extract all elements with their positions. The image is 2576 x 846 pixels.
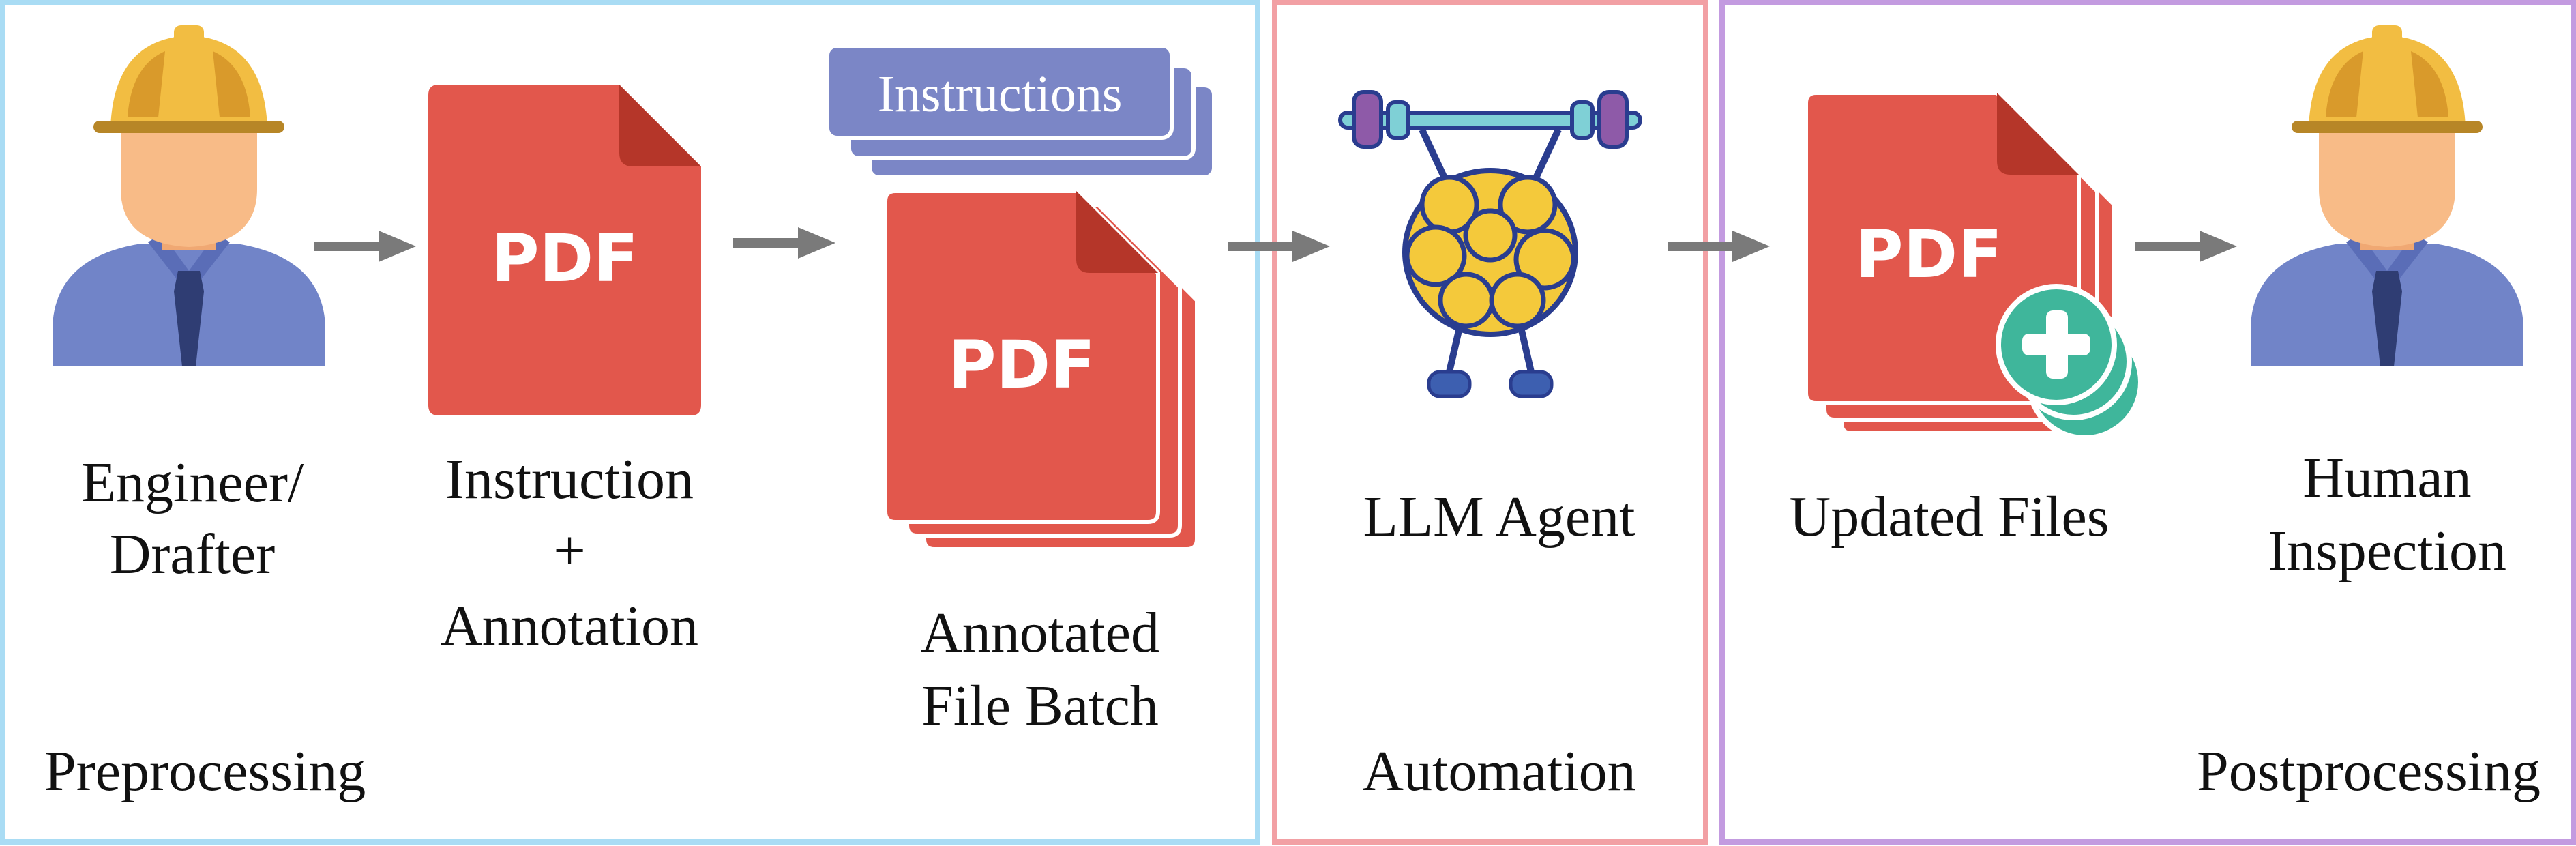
preprocessing-frame — [0, 0, 1260, 845]
pdf-stack-icon: PDF — [883, 189, 1199, 551]
pdf-file-icon: PDF — [428, 85, 701, 415]
batch-label-line1: Annotated — [921, 601, 1159, 665]
engineer-label-line1: Engineer/ — [81, 451, 304, 514]
instructions-card-text: Instructions — [878, 65, 1123, 123]
engineer-icon — [53, 25, 325, 366]
instructions-stack-icon: Instructions — [825, 44, 1216, 179]
batch-label-line2: File Batch — [921, 674, 1159, 738]
postprocessing-frame — [1719, 0, 2576, 845]
instruction-label-line2: + — [553, 519, 585, 583]
engineer-label-line2: Drafter — [110, 523, 276, 586]
pdf-stack-text: PDF — [948, 327, 1095, 403]
updated-label: Updated Files — [1790, 485, 2109, 549]
plus-badge-icon — [1996, 284, 2117, 405]
agent-label: LLM Agent — [1363, 485, 1635, 549]
arrow-2 — [733, 227, 835, 259]
arrow-5 — [2135, 231, 2237, 262]
automation-frame — [1272, 0, 1708, 845]
arrow-3 — [1228, 231, 1330, 262]
postprocessing-title: Postprocessing — [2197, 740, 2541, 803]
instruction-label-line3: Annotation — [441, 594, 698, 658]
human-label-line1: Human — [2303, 446, 2471, 510]
llm-brain-icon — [1338, 90, 1642, 398]
instruction-label-line1: Instruction — [445, 448, 694, 511]
pdf-file-text: PDF — [491, 220, 638, 297]
arrow-1 — [314, 231, 416, 262]
arrow-4 — [1668, 231, 1770, 262]
inspector-icon — [2251, 25, 2523, 366]
preprocessing-title: Preprocessing — [44, 740, 366, 803]
human-label-line2: Inspection — [2268, 519, 2506, 583]
updated-pdf-text: PDF — [1855, 216, 2002, 293]
automation-title: Automation — [1362, 740, 1635, 803]
updated-pdf-stack-icon: PDF — [1804, 91, 2144, 441]
